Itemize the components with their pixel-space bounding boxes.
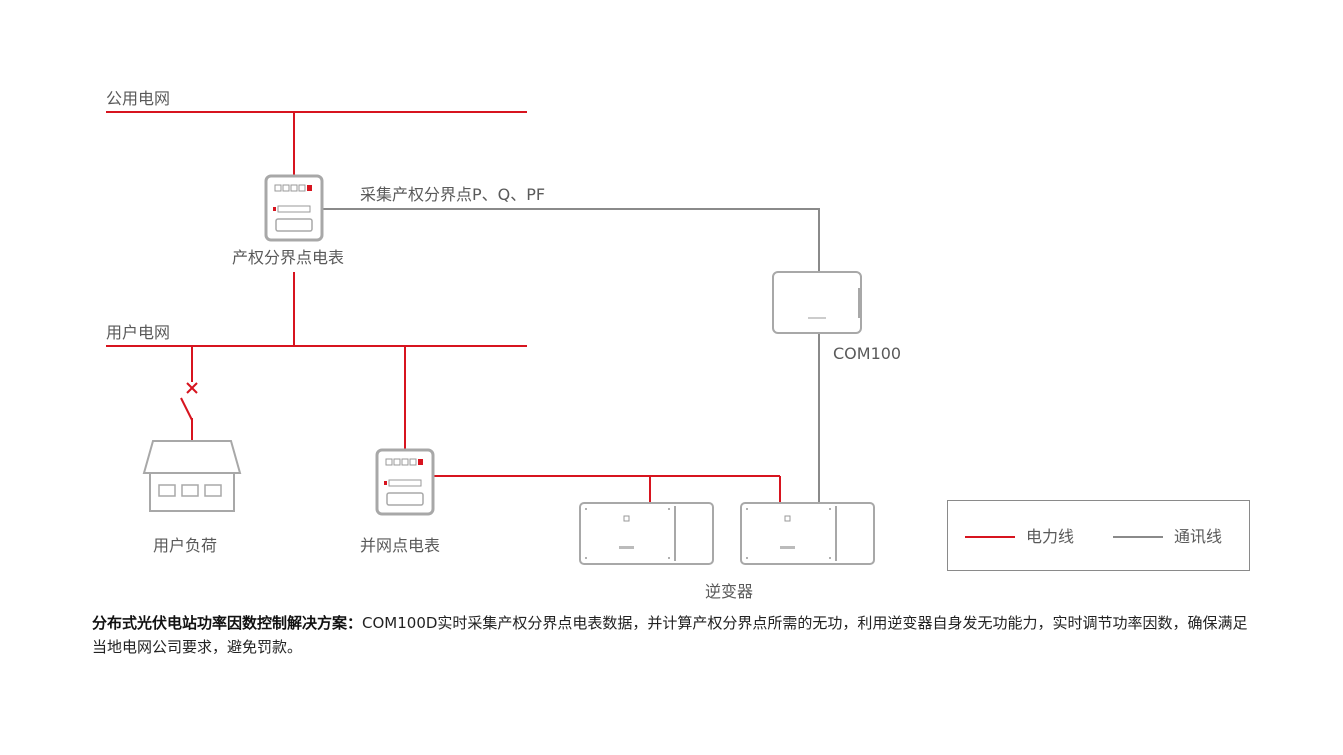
boundary-meter-icon <box>264 174 324 242</box>
grid-meter-icon <box>375 448 435 516</box>
legend-power-line-swatch <box>965 536 1015 538</box>
meter-to-com100-line <box>322 208 820 272</box>
inverter-icon-1 <box>579 502 714 565</box>
user-grid-label: 用户电网 <box>106 323 171 342</box>
inverter-icon-2 <box>740 502 875 565</box>
com100-label: COM100 <box>833 344 902 363</box>
legend-comm-line-label: 通讯线 <box>1174 527 1223 546</box>
description-body: COM100D实时采集产权分界点电表数据，并计算产权分界点所需的无功，利用逆变器… <box>92 614 1248 656</box>
legend-power-line-label: 电力线 <box>1026 527 1075 546</box>
comm-lines <box>322 208 820 503</box>
collect-note-label: 采集产权分界点P、Q、PF <box>360 185 546 204</box>
house-icon <box>142 440 242 512</box>
open-switch-icon <box>186 382 198 394</box>
com100-icon <box>772 271 862 334</box>
load-switch-blade <box>180 397 193 421</box>
power-lines <box>106 111 781 503</box>
user-load-label: 用户负荷 <box>153 536 218 555</box>
solution-description: 分布式光伏电站功率因数控制解决方案：COM100D实时采集产权分界点电表数据，并… <box>92 611 1262 659</box>
boundary-meter-label: 产权分界点电表 <box>232 248 345 267</box>
grid-meter-label: 并网点电表 <box>360 536 441 555</box>
description-title: 分布式光伏电站功率因数控制解决方案 <box>92 614 348 632</box>
inverter-label: 逆变器 <box>705 582 754 601</box>
public-grid-label: 公用电网 <box>106 89 171 108</box>
description-colon: ： <box>347 614 363 632</box>
legend: 电力线 通讯线 <box>947 500 1250 571</box>
legend-comm-line-swatch <box>1113 536 1163 538</box>
